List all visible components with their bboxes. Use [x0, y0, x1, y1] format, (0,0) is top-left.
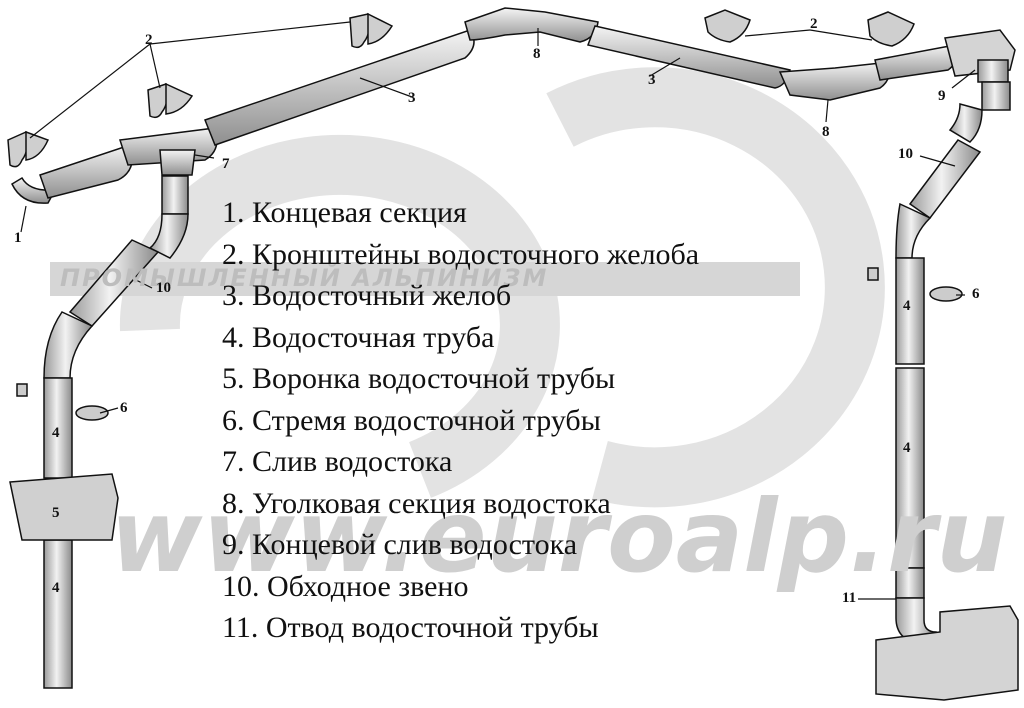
watermark-band-text: ПРОМЫШЛЕННЫЙ АЛЬПИНИЗМ [60, 264, 549, 292]
funnel-left [9, 473, 119, 541]
bracket-left-1 [7, 130, 50, 168]
legend-item: 6. Стремя водосточной трубы [222, 403, 601, 437]
bracket-right-2 [867, 11, 915, 47]
legend-item: 7. Слив водостока [222, 445, 453, 478]
callout-2-right: 2 [810, 16, 818, 32]
legend-item: 2. Кронштейны водосточного желоба [222, 237, 700, 271]
clip-left [16, 383, 109, 421]
callout-4-left-lower: 4 [52, 580, 60, 596]
downpipe-left [43, 377, 73, 689]
legend-item: 8. Уголковая секция водостока [222, 486, 611, 520]
ground-block-right [875, 605, 1019, 701]
callout-3-right: 3 [648, 72, 656, 88]
clip-right [867, 267, 963, 302]
callout-11: 11 [842, 590, 857, 606]
gutter-top-left [204, 29, 475, 146]
legend-item: 9. Концевой слив водостока [222, 528, 578, 561]
callout-4-left-upper: 4 [52, 425, 60, 441]
callout-8-top: 8 [533, 46, 541, 62]
legend-item: 4. Водосточная труба [222, 320, 495, 354]
callout-6-right: 6 [972, 286, 980, 302]
legend-list: 1. Концевая секция 2. Кронштейны водосто… [222, 192, 699, 649]
callout-6-left: 6 [120, 400, 128, 416]
legend-item: 1. Концевая секция [222, 196, 467, 229]
downpipe-right [895, 257, 925, 599]
legend-item: 3. Водосточный желоб [222, 279, 512, 312]
corner-section-top [464, 7, 599, 43]
callout-2-left: 2 [145, 32, 153, 48]
legend-item: 5. Воронка водосточной трубы [222, 362, 616, 395]
callout-9: 9 [938, 88, 946, 104]
callout-10-left: 10 [156, 280, 171, 296]
callout-3-left: 3 [408, 90, 416, 106]
offset-pipe-left [43, 175, 189, 379]
callout-1: 1 [14, 230, 22, 246]
leader-lines [20, 21, 976, 600]
bracket-left-3 [349, 12, 394, 49]
callout-4-right-upper: 4 [903, 298, 911, 314]
gutter-outlet [119, 127, 218, 176]
watermark-logo [119, 67, 885, 508]
watermark-url: www.euroalp.ru [110, 478, 1008, 595]
offset-pipe-right [895, 81, 1011, 259]
bracket-left-2 [147, 82, 194, 119]
legend-item: 10. Обходное звено [222, 569, 469, 603]
gutter-right [874, 44, 958, 81]
callout-8-right: 8 [822, 124, 830, 140]
callout-4-right-lower: 4 [903, 440, 911, 456]
watermark-band [50, 262, 800, 296]
callout-7: 7 [222, 156, 230, 172]
callout-10-right: 10 [898, 146, 913, 162]
corner-section-right [778, 61, 892, 101]
gutter-left [39, 144, 133, 199]
end-outlet-right [944, 29, 1016, 83]
bracket-right-1 [704, 9, 751, 43]
legend-item: 11. Отвод водосточной трубы [222, 611, 599, 644]
callout-5: 5 [52, 505, 60, 521]
